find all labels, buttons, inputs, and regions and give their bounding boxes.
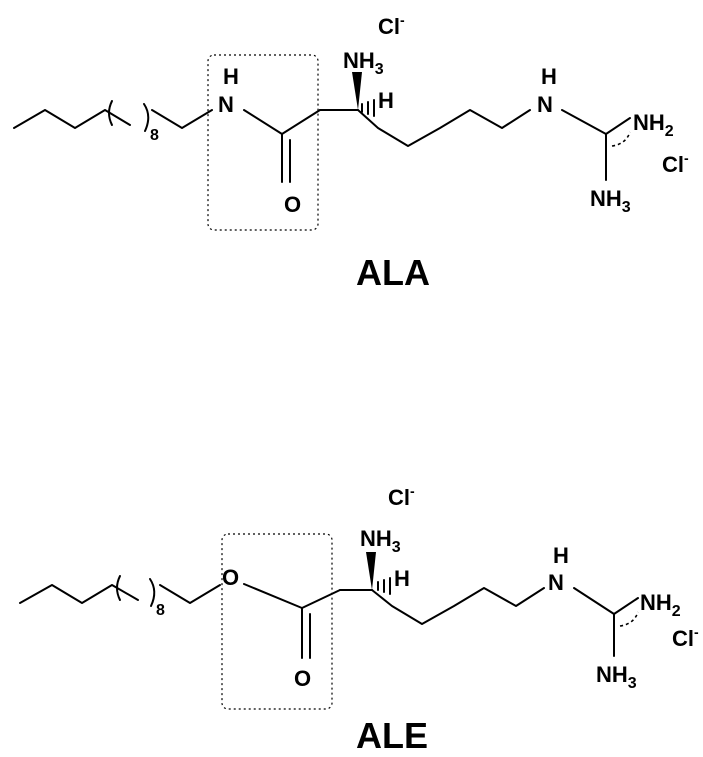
ale-guan-nh2: NH2 bbox=[640, 590, 681, 620]
ale-linker-o: O bbox=[222, 565, 239, 590]
molecule-ale: 8 O O NH3 H Cl- H N NH2 NH3 Cl- ALE bbox=[19, 483, 699, 756]
ala-repeat-bracket-right bbox=[143, 103, 150, 132]
ale-compound-label: ALE bbox=[356, 715, 428, 756]
molecule-ala: 8 H N O NH3 H Cl- H N NH2 bbox=[13, 12, 689, 293]
ala-amine-wedge bbox=[352, 72, 362, 110]
ale-guan-nh-n: N bbox=[548, 570, 564, 595]
ale-alkyl-chain bbox=[19, 584, 139, 604]
ale-nh-to-c bbox=[573, 587, 615, 615]
ala-repeat-count: 8 bbox=[150, 127, 159, 144]
ale-side-chain bbox=[371, 587, 545, 625]
ala-guan-nh-h: H bbox=[541, 64, 557, 89]
ala-chain-to-n bbox=[151, 109, 213, 129]
ala-alkyl-chain bbox=[13, 109, 131, 129]
ala-n-to-carbonyl bbox=[243, 109, 283, 135]
ala-guan-nh2: NH2 bbox=[633, 110, 674, 140]
ala-amine-n: NH3 bbox=[343, 48, 384, 78]
ale-chain-to-o bbox=[159, 584, 221, 604]
ala-alpha-h: H bbox=[378, 88, 394, 113]
ala-repeat-bracket-left bbox=[108, 100, 113, 126]
ale-c-to-nh2 bbox=[613, 597, 639, 615]
ale-guan-nh3: NH3 bbox=[596, 662, 637, 692]
ale-alpha-h: H bbox=[394, 566, 410, 591]
ale-repeat-count: 8 bbox=[156, 602, 165, 619]
ala-counterion-right: Cl- bbox=[662, 150, 689, 177]
ale-counterion-top: Cl- bbox=[388, 483, 415, 510]
ale-guan-nh-h: H bbox=[553, 543, 569, 568]
ala-side-chain bbox=[357, 109, 531, 147]
ala-guan-nh-n: N bbox=[537, 92, 553, 117]
ale-linker-box bbox=[221, 533, 333, 710]
ala-alpha-hash bbox=[361, 99, 375, 117]
ale-counterion-right: Cl- bbox=[672, 624, 699, 651]
ale-repeat-bracket-right bbox=[149, 578, 156, 607]
ale-alpha-hash bbox=[377, 577, 391, 595]
ale-carbonyl-to-alpha bbox=[301, 589, 341, 609]
ala-carbonyl-o: O bbox=[284, 192, 301, 217]
ale-guan-delocalized bbox=[619, 611, 639, 627]
ala-carbonyl-to-alpha bbox=[281, 109, 321, 135]
ala-linker-n: N bbox=[218, 92, 234, 117]
ale-o-to-carbonyl bbox=[243, 583, 303, 609]
ala-counterion-top: Cl- bbox=[378, 12, 405, 39]
ala-linker-h: H bbox=[223, 64, 239, 89]
ala-guan-delocalized bbox=[611, 131, 631, 147]
ala-compound-label: ALA bbox=[356, 252, 430, 293]
ale-amine-n: NH3 bbox=[360, 526, 401, 556]
ala-nh-to-c bbox=[561, 109, 607, 135]
ala-c-to-nh2 bbox=[605, 117, 631, 135]
ala-guan-nh3: NH3 bbox=[590, 186, 631, 216]
ale-amine-wedge bbox=[366, 552, 376, 590]
ale-carbonyl-o: O bbox=[294, 666, 311, 691]
ale-repeat-bracket-left bbox=[116, 575, 121, 601]
